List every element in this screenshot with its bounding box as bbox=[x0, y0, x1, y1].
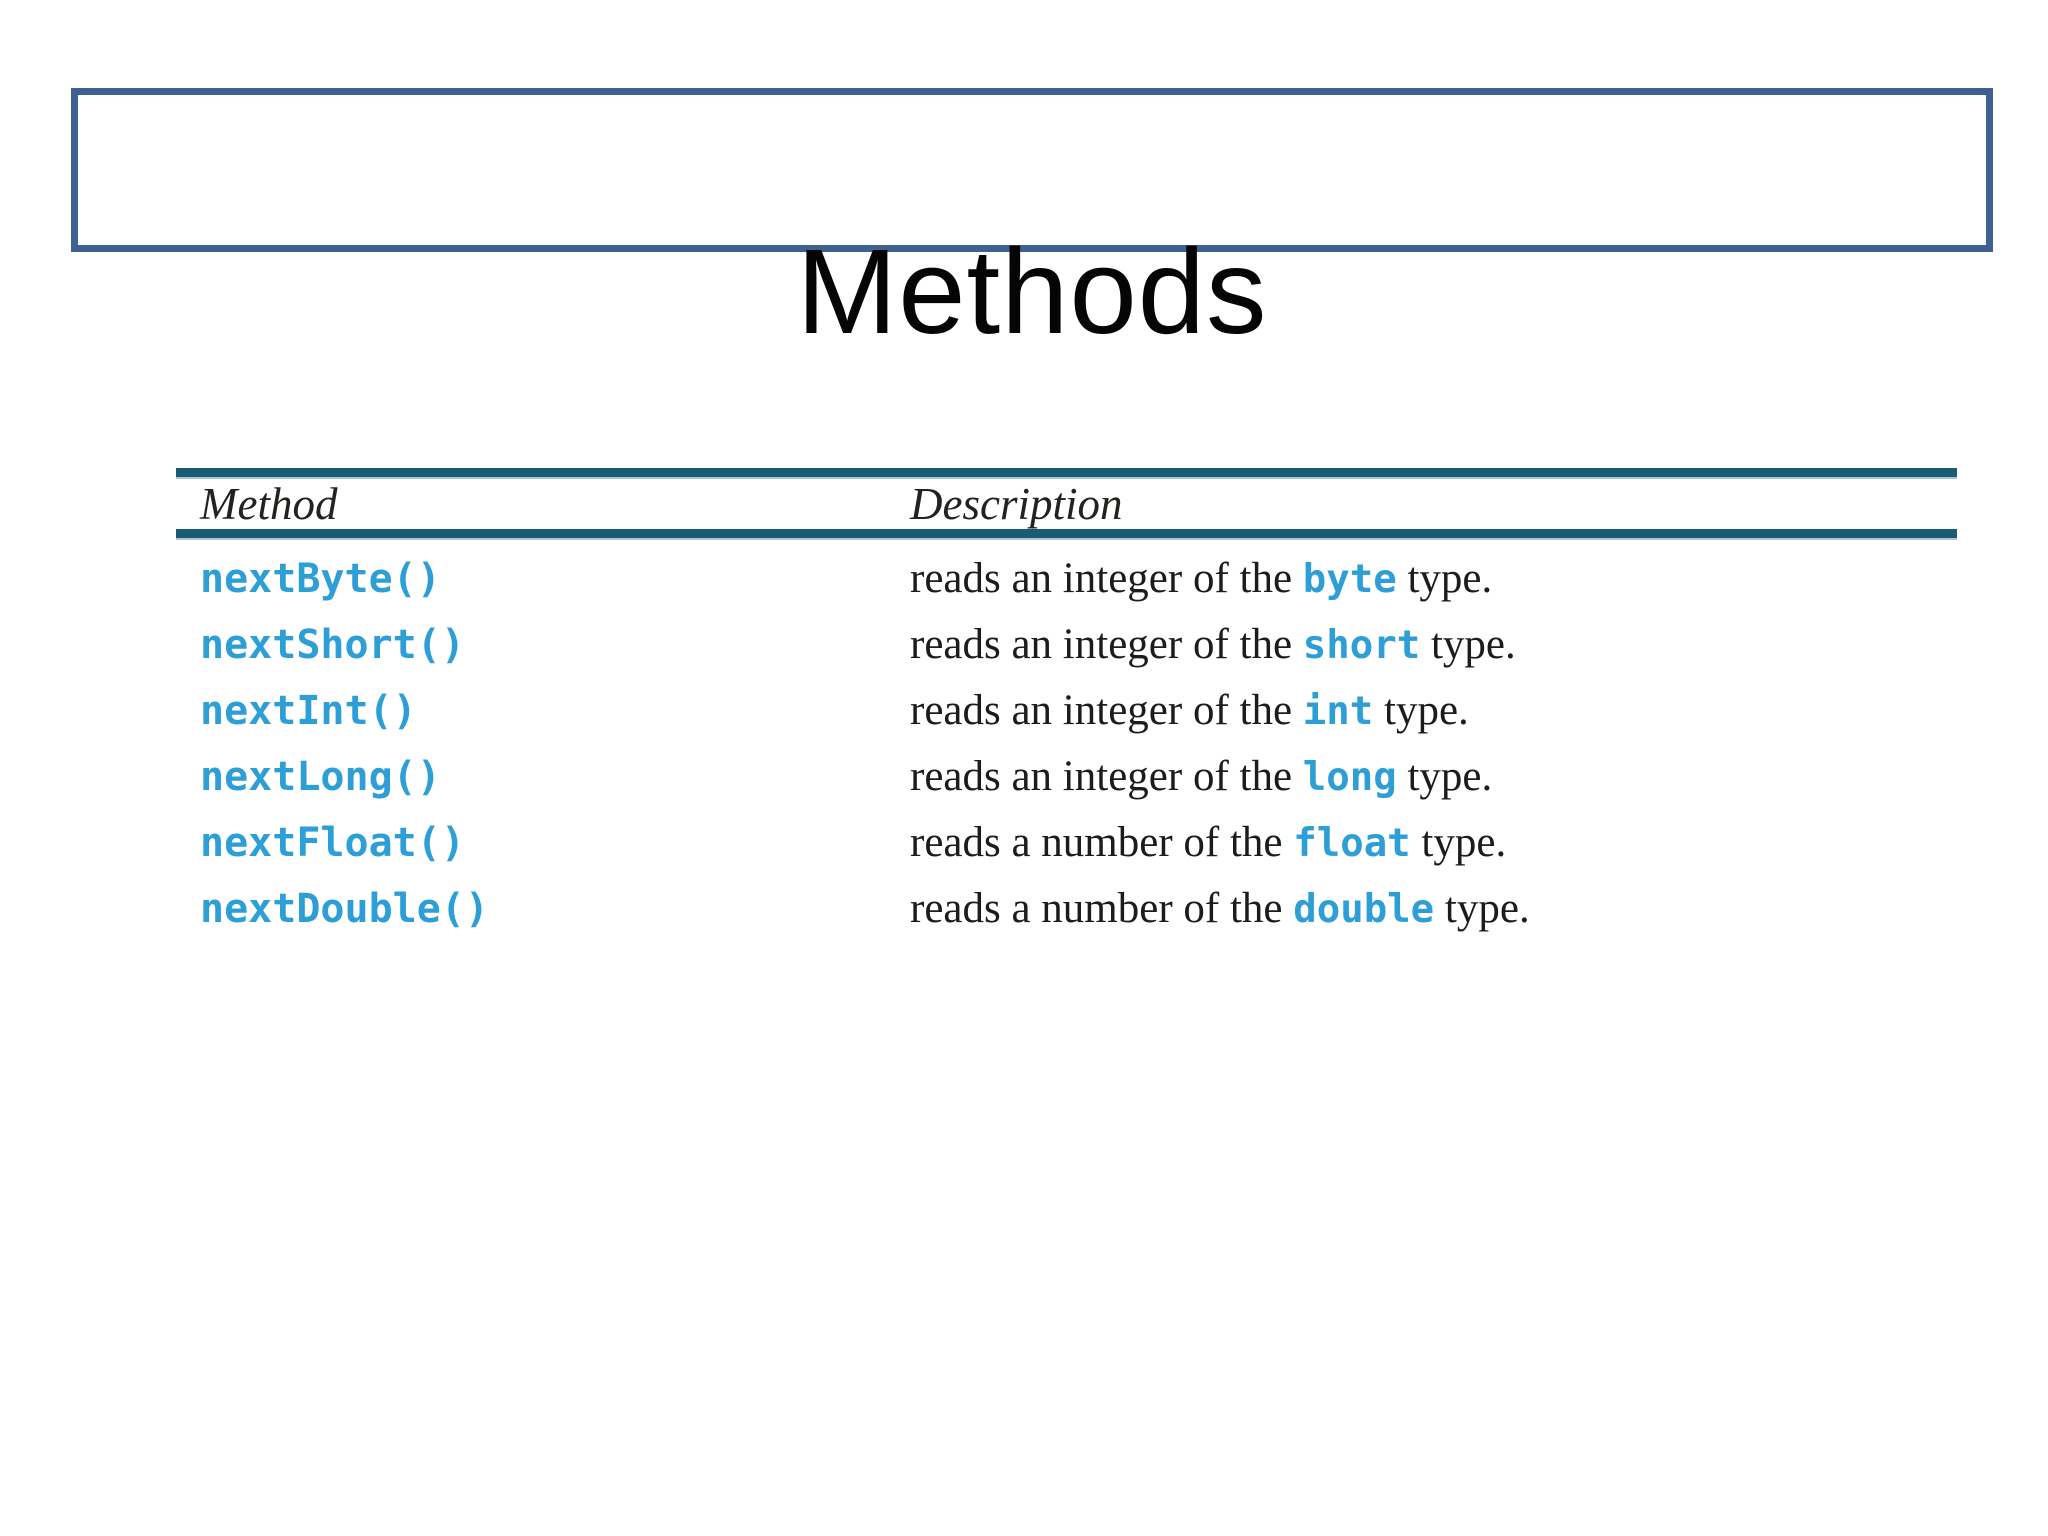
type-keyword: short bbox=[1302, 623, 1421, 668]
description-prefix: reads an integer of the bbox=[910, 555, 1303, 602]
method-name: nextFloat() bbox=[200, 820, 465, 866]
type-keyword: float bbox=[1293, 821, 1411, 866]
table-row: nextLong() reads an integer of the long … bbox=[0, 751, 2048, 803]
table-header-rule bbox=[176, 529, 1957, 538]
type-keyword: double bbox=[1293, 887, 1435, 932]
method-name: nextDouble() bbox=[200, 886, 489, 932]
method-name: nextByte() bbox=[200, 556, 441, 602]
description-suffix: type. bbox=[1396, 555, 1493, 602]
page-title: Methods bbox=[796, 223, 1268, 359]
method-description: reads an integer of the int type. bbox=[910, 685, 1469, 737]
description-suffix: type. bbox=[1434, 885, 1530, 932]
description-prefix: reads an integer of the bbox=[910, 621, 1303, 668]
description-suffix: type. bbox=[1396, 753, 1493, 800]
description-suffix: type. bbox=[1410, 819, 1507, 866]
type-keyword: int bbox=[1302, 689, 1374, 734]
description-prefix: reads a number of the bbox=[910, 885, 1294, 932]
method-description: reads a number of the float type. bbox=[910, 817, 1506, 869]
title-box: Methods bbox=[71, 88, 1993, 352]
description-prefix: reads an integer of the bbox=[910, 753, 1303, 800]
description-suffix: type. bbox=[1420, 621, 1516, 668]
method-description: reads a number of the double type. bbox=[910, 883, 1530, 935]
method-description: reads an integer of the short type. bbox=[910, 619, 1516, 671]
table-row: nextFloat() reads a number of the float … bbox=[0, 817, 2048, 869]
method-name: nextInt() bbox=[200, 688, 417, 734]
table-row: nextDouble() reads a number of the doubl… bbox=[0, 883, 2048, 935]
table-row: nextByte() reads an integer of the byte … bbox=[0, 553, 2048, 605]
method-name: nextLong() bbox=[200, 754, 441, 800]
method-name: nextShort() bbox=[200, 622, 465, 668]
method-description: reads an integer of the byte type. bbox=[910, 553, 1492, 605]
description-suffix: type. bbox=[1373, 687, 1469, 734]
table-row: nextShort() reads an integer of the shor… bbox=[0, 619, 2048, 671]
column-header-description: Description bbox=[910, 479, 1123, 529]
description-prefix: reads an integer of the bbox=[910, 687, 1303, 734]
type-keyword: byte bbox=[1302, 557, 1397, 602]
type-keyword: long bbox=[1302, 755, 1397, 800]
table-top-rule bbox=[176, 468, 1957, 477]
description-prefix: reads a number of the bbox=[910, 819, 1294, 866]
column-header-method: Method bbox=[200, 479, 338, 529]
table-row: nextInt() reads an integer of the int ty… bbox=[0, 685, 2048, 737]
method-description: reads an integer of the long type. bbox=[910, 751, 1492, 803]
